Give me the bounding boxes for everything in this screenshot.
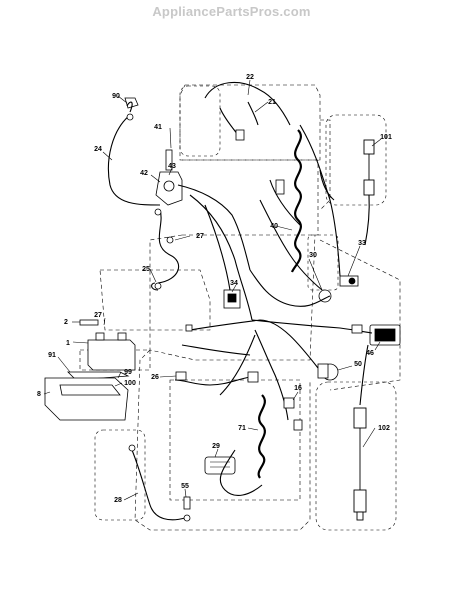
battery bbox=[87, 339, 136, 371]
callout-27-upper: 27 bbox=[196, 233, 204, 240]
callout-41: 41 bbox=[154, 124, 162, 131]
callout-8: 8 bbox=[37, 391, 41, 398]
callout-30: 30 bbox=[309, 252, 317, 259]
callout-27-lower: 27 bbox=[94, 312, 102, 319]
cable-25 bbox=[157, 209, 180, 284]
connector bbox=[185, 324, 193, 332]
callout-2: 2 bbox=[64, 319, 68, 326]
callout-22: 22 bbox=[246, 74, 254, 81]
connector-16 bbox=[283, 397, 295, 409]
battery-terminal-neg bbox=[95, 332, 105, 341]
ring-terminal bbox=[183, 514, 191, 522]
fuse-holder-102 bbox=[353, 407, 367, 521]
ignition-switch bbox=[155, 149, 183, 206]
bolt-55 bbox=[183, 496, 191, 510]
callout-33: 33 bbox=[358, 240, 366, 247]
callout-99: 99 bbox=[124, 369, 132, 376]
callout-90: 90 bbox=[112, 93, 120, 100]
callout-50: 50 bbox=[354, 361, 362, 368]
terminals bbox=[126, 113, 363, 522]
leader-lines bbox=[43, 79, 382, 501]
headlight-switch bbox=[369, 324, 401, 346]
callout-16: 16 bbox=[294, 385, 302, 392]
tractor-outline bbox=[79, 84, 401, 531]
connector bbox=[275, 179, 285, 195]
seat-switch bbox=[223, 289, 241, 309]
connector-26 bbox=[175, 371, 187, 381]
callout-28: 28 bbox=[114, 497, 122, 504]
callout-43: 43 bbox=[168, 163, 176, 170]
fuse-101 bbox=[363, 139, 375, 196]
callout-34: 34 bbox=[230, 280, 238, 287]
module-29 bbox=[204, 456, 236, 475]
relay-50 bbox=[317, 363, 339, 381]
callout-labels: 22 90 21 101 41 24 43 42 40 27 33 30 25 … bbox=[37, 74, 392, 504]
cable-24 bbox=[107, 114, 161, 206]
callout-101: 101 bbox=[380, 134, 392, 141]
callout-40: 40 bbox=[270, 223, 278, 230]
ring-terminal bbox=[166, 236, 174, 244]
callout-102: 102 bbox=[378, 425, 390, 432]
callout-55: 55 bbox=[181, 483, 189, 490]
watermark: AppliancePartsPros.com bbox=[152, 4, 311, 19]
connector bbox=[351, 324, 363, 334]
callout-42: 42 bbox=[140, 170, 148, 177]
callout-46: 46 bbox=[366, 350, 374, 357]
wires bbox=[107, 81, 373, 521]
callout-1: 1 bbox=[66, 340, 70, 347]
callout-71: 71 bbox=[238, 425, 246, 432]
cable-28 bbox=[131, 449, 186, 521]
callout-21: 21 bbox=[268, 99, 276, 106]
battery-bolt bbox=[79, 319, 99, 326]
connector bbox=[235, 129, 245, 141]
switch-30 bbox=[318, 275, 359, 303]
harness-coil-71 bbox=[257, 394, 266, 479]
ring-terminal bbox=[126, 113, 134, 121]
key bbox=[165, 149, 173, 171]
battery-assembly bbox=[44, 319, 136, 421]
connector bbox=[293, 419, 303, 431]
wheel-outlines bbox=[94, 85, 397, 531]
battery-terminal-pos bbox=[117, 332, 127, 341]
connector bbox=[247, 371, 259, 383]
ring-terminal bbox=[154, 208, 162, 216]
callout-91: 91 bbox=[48, 352, 56, 359]
callout-24: 24 bbox=[94, 146, 102, 153]
callout-29: 29 bbox=[212, 443, 220, 450]
harness-coil-40 bbox=[290, 129, 302, 273]
callout-25: 25 bbox=[142, 266, 150, 273]
ring-terminal bbox=[154, 282, 162, 290]
battery-tray bbox=[44, 377, 129, 421]
callout-100: 100 bbox=[124, 380, 136, 387]
ring-terminal bbox=[128, 444, 136, 452]
callout-26: 26 bbox=[151, 374, 159, 381]
